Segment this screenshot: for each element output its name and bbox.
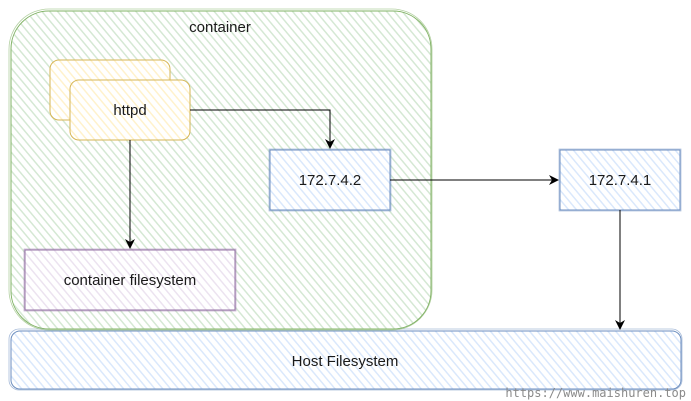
container-ip-label: 172.7.4.2 — [299, 172, 362, 189]
host-filesystem-label: Host Filesystem — [292, 353, 399, 370]
host-ip-label: 172.7.4.1 — [589, 172, 652, 189]
httpd-box: httpd — [49, 59, 191, 141]
host-ip-box: 172.7.4.1 — [558, 148, 682, 212]
container-label: container — [189, 19, 251, 36]
watermark-url: https://www.maishuren.top — [505, 386, 686, 400]
container-filesystem-label: container filesystem — [64, 272, 197, 289]
httpd-label: httpd — [113, 102, 146, 119]
container-ip-box: 172.7.4.2 — [268, 148, 392, 212]
host-filesystem-box: Host Filesystem — [8, 328, 683, 391]
edge-httpd-to-container-ip — [190, 109, 335, 149]
container-filesystem-box: container filesystem — [23, 248, 237, 312]
